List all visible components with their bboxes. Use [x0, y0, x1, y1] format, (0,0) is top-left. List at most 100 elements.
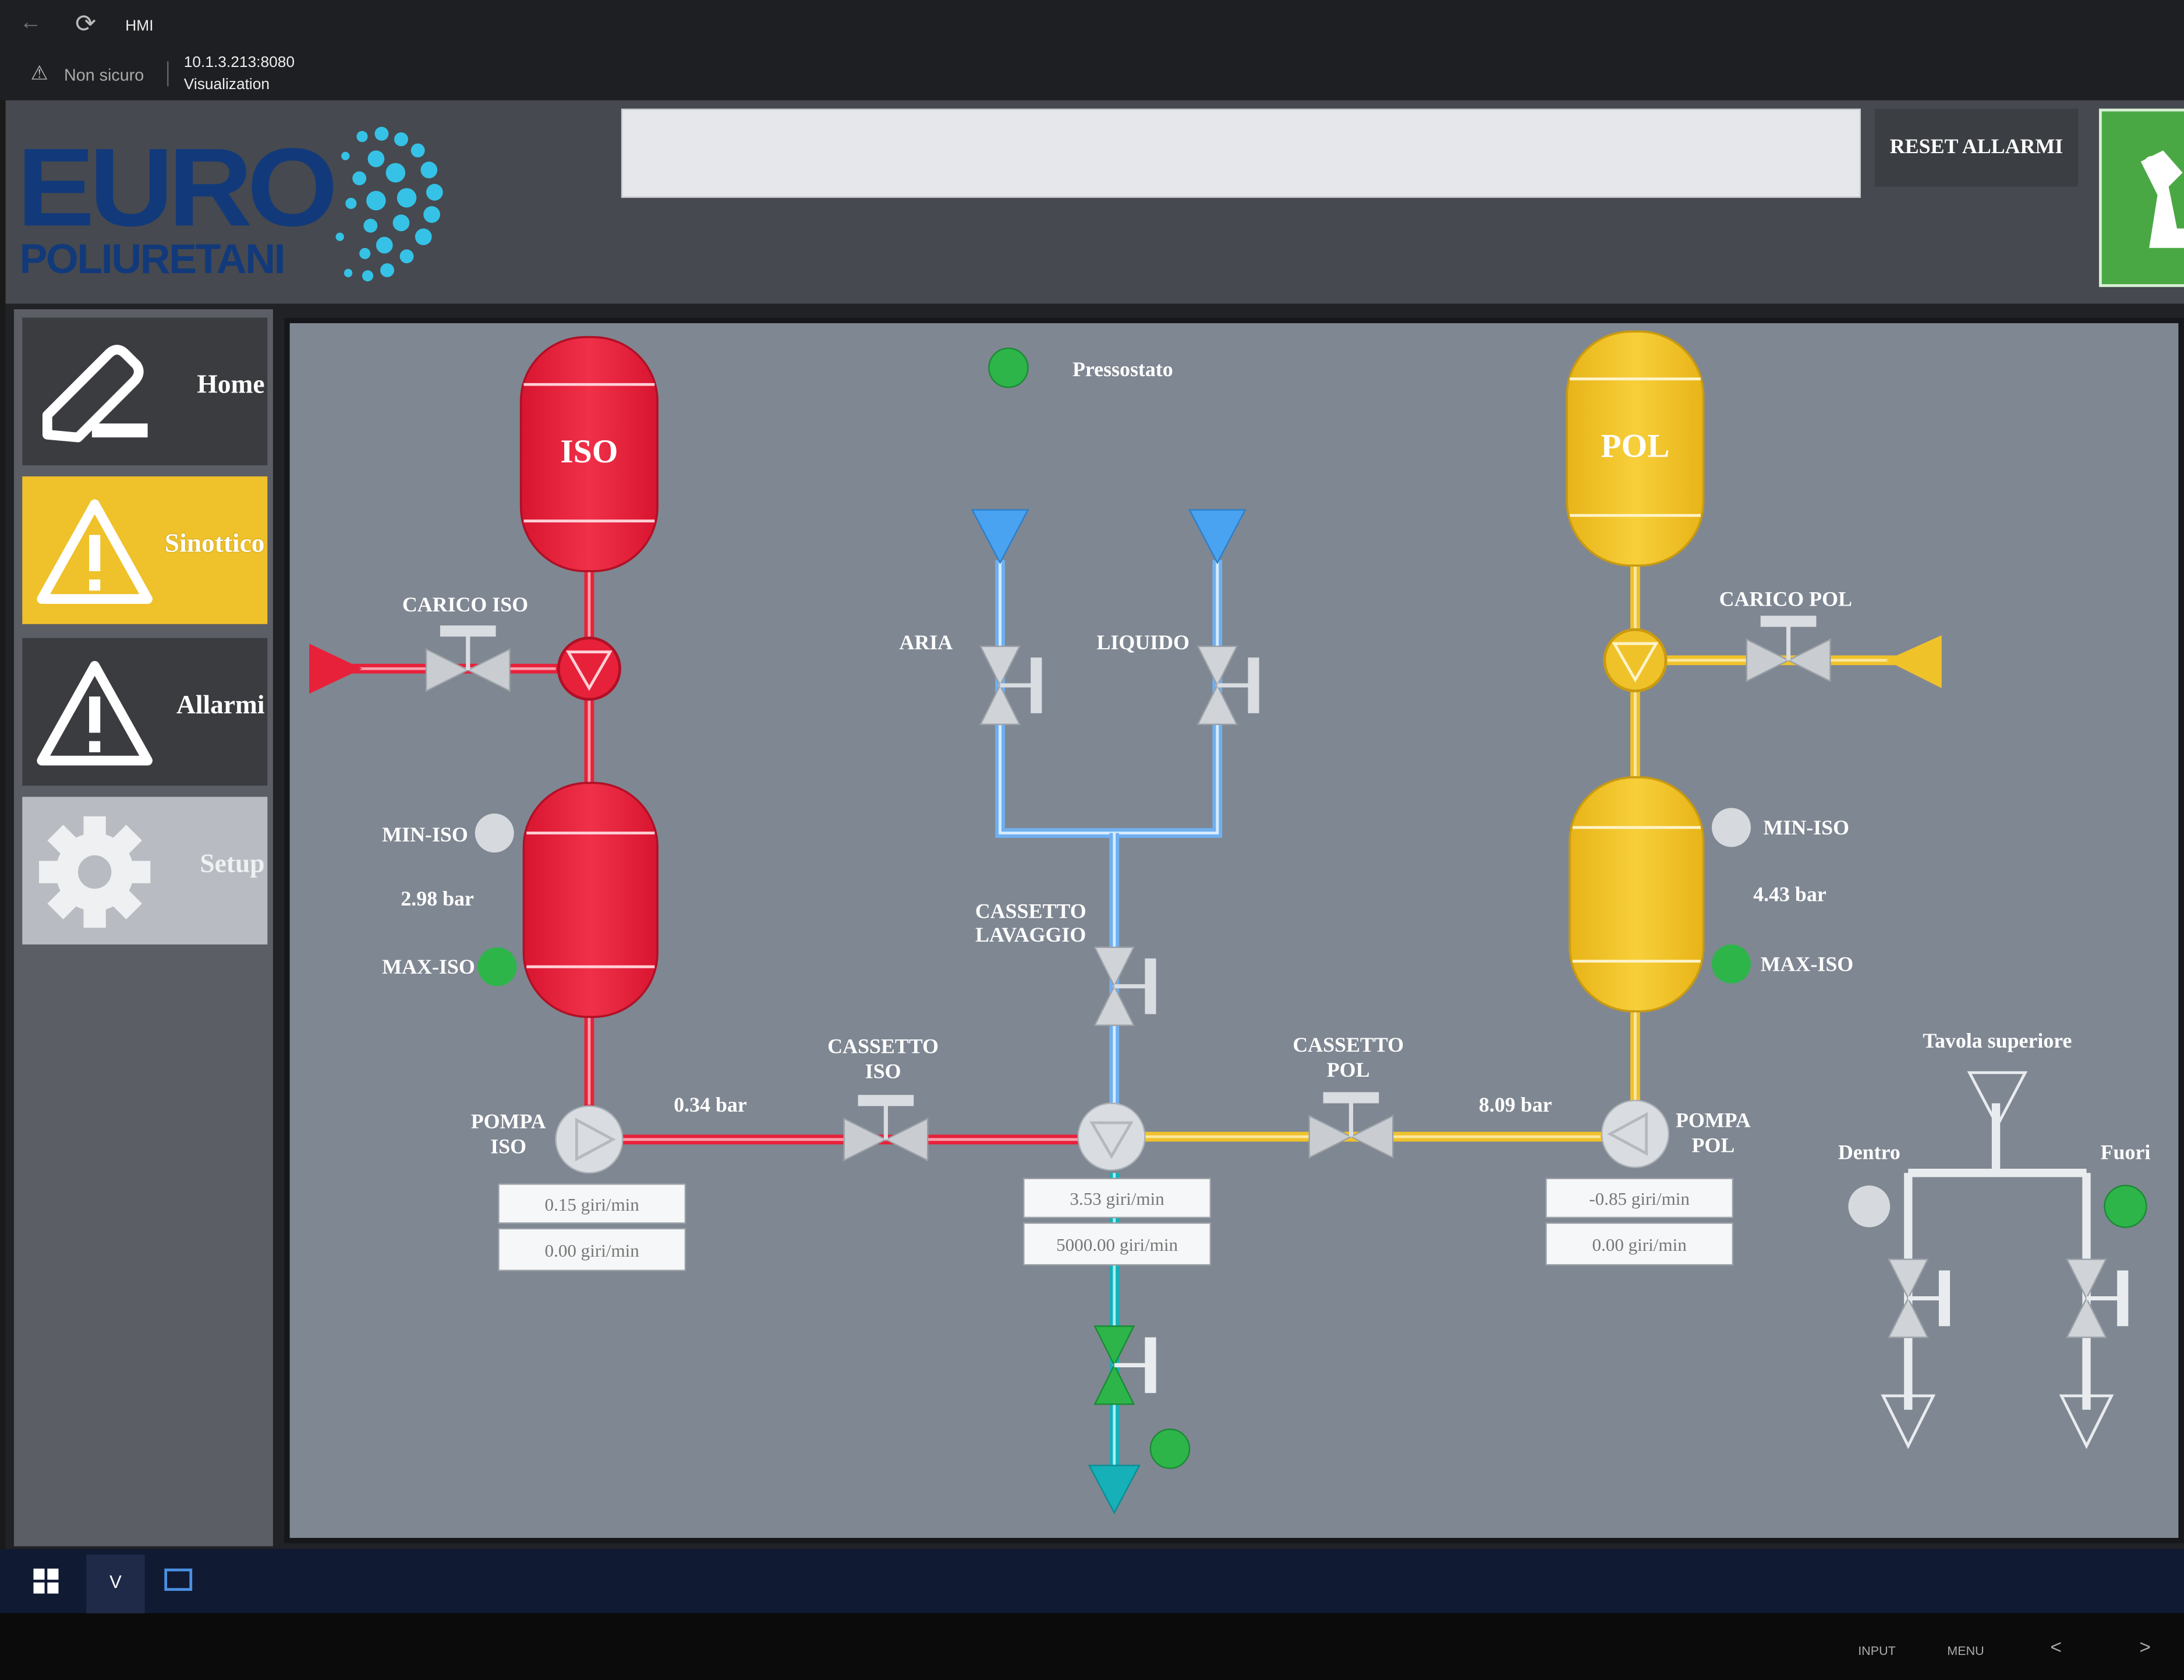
reload-icon[interactable]: ⟳ — [75, 9, 97, 38]
pol-tank-top — [1566, 330, 1705, 567]
carico-pol-valve[interactable] — [1746, 616, 1831, 682]
discharge-outlet-icon — [1088, 1465, 1141, 1515]
center-speed-box-2: 5000.00 giri/min — [1023, 1222, 1212, 1266]
gear-icon — [38, 816, 151, 928]
sidebar-item-setup[interactable]: Setup — [22, 797, 268, 945]
fuori-outlet-icon — [2059, 1394, 2114, 1449]
pol-speed-2: 0.00 giri/min — [1592, 1235, 1687, 1255]
taskbar-app-v[interactable]: V — [86, 1554, 145, 1618]
browser-chrome: ← ⟳ HMI ⚠ Non sicuro 10.1.3.213:8080 Vis… — [0, 0, 2184, 101]
warning-icon — [37, 661, 153, 766]
iso-transfer-pump[interactable] — [557, 636, 621, 701]
tavola-superiore-label: Tavola superiore — [1923, 1029, 2072, 1052]
aria-inlet-icon — [971, 509, 1029, 565]
pol-transfer-pump[interactable] — [1603, 628, 1668, 692]
warning-icon: ⚠ — [30, 61, 48, 84]
cassetto-lavaggio-valve[interactable] — [1093, 946, 1156, 1026]
warning-icon — [37, 499, 153, 604]
cassetto-iso-valve[interactable] — [843, 1095, 929, 1162]
monitor-bezel: INPUT MENU < > — [0, 1613, 2184, 1680]
pompa-iso-pump[interactable] — [555, 1105, 624, 1174]
pompa-pol-pump[interactable] — [1601, 1099, 1670, 1168]
aria-valve[interactable] — [979, 645, 1042, 726]
min-iso-label: MIN-ISO — [382, 823, 468, 846]
pompa-iso-label-2: ISO — [490, 1135, 526, 1158]
iso-tank-label: ISO — [560, 433, 618, 470]
liquido-inlet-icon — [1188, 509, 1247, 565]
pol-speed-1: -0.85 giri/min — [1589, 1189, 1690, 1209]
sidebar: Home Sinottico Allarmi — [13, 309, 273, 1547]
fuori-indicator — [2104, 1184, 2147, 1228]
pol-max-label: MAX-ISO — [1761, 952, 1853, 975]
tab-title[interactable]: HMI — [125, 18, 154, 35]
carico-iso-label: CARICO ISO — [402, 593, 528, 616]
min-iso-indicator — [475, 814, 514, 853]
back-arrow-icon[interactable]: ← — [19, 11, 42, 35]
center-speed-box-1: 3.53 giri/min — [1023, 1177, 1212, 1218]
iso-speed-box-1: 0.15 giri/min — [498, 1183, 686, 1224]
sidebar-item-label: Allarmi — [176, 691, 265, 720]
bezel-left-arrow-icon[interactable]: < — [2050, 1635, 2062, 1658]
fuori-label: Fuori — [2101, 1140, 2151, 1163]
cassetto-pol-valve[interactable] — [1308, 1092, 1394, 1159]
robot-button[interactable] — [2099, 108, 2184, 287]
alarm-message-bar — [621, 108, 1861, 198]
taskbar: V — [0, 1549, 2184, 1618]
discharge-indicator — [1149, 1428, 1191, 1469]
bezel-input-button[interactable]: INPUT — [1858, 1643, 1896, 1658]
aria-label: ARIA — [900, 631, 953, 654]
iso-inlet-arrow-icon — [309, 643, 362, 694]
reset-alarms-button[interactable]: RESET ALLARMI — [1874, 108, 2079, 187]
pol-tank-label: POL — [1601, 428, 1669, 465]
pol-inlet-arrow-icon — [1886, 635, 1942, 688]
pol-max-indicator — [1712, 944, 1751, 984]
liquido-valve[interactable] — [1197, 645, 1259, 726]
bezel-right-arrow-icon[interactable]: > — [2139, 1635, 2151, 1658]
pencil-icon — [42, 345, 148, 443]
pompa-iso-label-1: POMPA — [471, 1110, 546, 1133]
sidebar-item-sinottico[interactable]: Sinottico — [22, 476, 268, 624]
dentro-valve[interactable] — [1887, 1258, 1951, 1338]
iso-tank-top — [519, 336, 659, 572]
max-iso-indicator — [477, 947, 517, 986]
pompa-pol-label-2: POL — [1692, 1133, 1735, 1156]
hmi-app: EURO POLIURETANI RESET ALLARMI — [5, 100, 2184, 1550]
discharge-valve[interactable] — [1093, 1325, 1156, 1405]
cassetto-lavaggio-label-1: CASSETTO — [975, 899, 1086, 922]
iso-tank-pressure: 2.98 bar — [401, 887, 474, 910]
max-iso-label: MAX-ISO — [382, 955, 475, 978]
pompa-pol-label-1: POMPA — [1676, 1108, 1751, 1131]
security-label[interactable]: Non sicuro — [64, 65, 144, 85]
fuori-valve[interactable] — [2066, 1258, 2129, 1338]
pol-pipes — [1137, 555, 1896, 1142]
dentro-outlet-icon — [1881, 1394, 1936, 1449]
pressostato-indicator — [988, 347, 1029, 388]
carico-pol-label: CARICO POL — [1719, 588, 1852, 611]
pol-tank-bottom — [1569, 776, 1705, 1013]
cassetto-iso-label-2: ISO — [865, 1060, 901, 1083]
sidebar-item-label: Sinottico — [164, 529, 265, 559]
iso-line-pressure: 0.34 bar — [674, 1093, 747, 1116]
iso-speed-1: 0.15 giri/min — [545, 1194, 640, 1215]
dentro-indicator — [1848, 1185, 1891, 1228]
header: EURO POLIURETANI RESET ALLARMI — [5, 100, 2184, 304]
windows-start-icon[interactable] — [33, 1568, 59, 1594]
center-speed-1: 3.53 giri/min — [1070, 1189, 1164, 1209]
taskbar-window-icon[interactable] — [164, 1568, 193, 1591]
logo-dots-icon — [335, 126, 443, 282]
address-url[interactable]: 10.1.3.213:8080 — [183, 54, 295, 72]
sidebar-item-allarmi[interactable]: Allarmi — [22, 638, 268, 786]
sidebar-item-home[interactable]: Home — [22, 317, 268, 465]
carico-iso-valve[interactable] — [425, 625, 511, 692]
bezel-menu-button[interactable]: MENU — [1947, 1643, 1984, 1658]
logo: EURO POLIURETANI — [17, 125, 443, 282]
mixing-head-pump[interactable] — [1077, 1102, 1146, 1171]
cassetto-pol-label-2: POL — [1327, 1058, 1370, 1081]
table-pipes — [1904, 1103, 2091, 1410]
address-divider — [167, 61, 169, 87]
logo-text-poliuretani: POLIURETANI — [19, 236, 284, 282]
pol-line-pressure: 8.09 bar — [1479, 1093, 1552, 1116]
sidebar-item-label: Setup — [200, 850, 265, 879]
cassetto-lavaggio-label-2: LAVAGGIO — [975, 923, 1086, 946]
pol-min-indicator — [1712, 808, 1751, 847]
